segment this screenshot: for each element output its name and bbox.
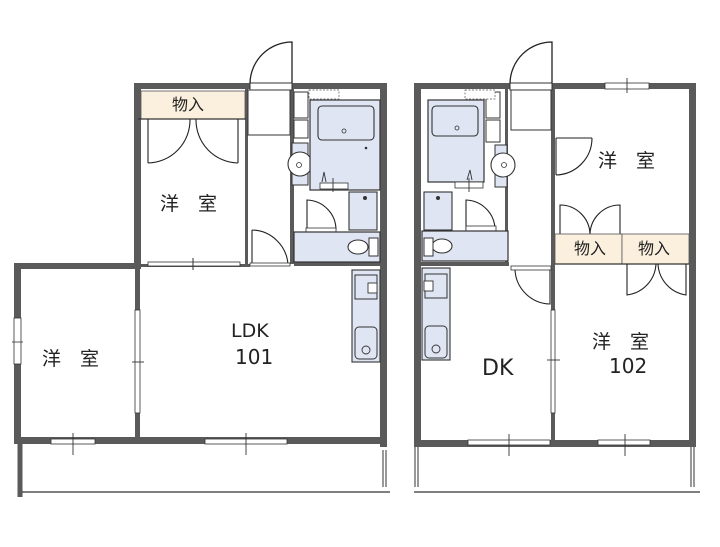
storage-label-102-left: 物入 (574, 239, 607, 258)
storage-label-101-top: 物入 (172, 95, 205, 114)
room-label-102-western-south: 洋 室 (592, 331, 650, 353)
unit-number-102: 102 (609, 354, 648, 378)
unit-101 (12, 41, 390, 497)
unit-102 (414, 41, 700, 493)
room-label-102-western-north: 洋 室 (598, 150, 656, 172)
storage-label-102-right: 物入 (638, 239, 671, 258)
unit-number-101: 101 (235, 345, 274, 369)
room-label-101-western-west: 洋 室 (42, 348, 100, 370)
room-label-101-ldk: LDK (231, 320, 269, 342)
room-label-101-western-north: 洋 室 (160, 193, 218, 215)
room-label-102-dk: DK (482, 356, 514, 381)
